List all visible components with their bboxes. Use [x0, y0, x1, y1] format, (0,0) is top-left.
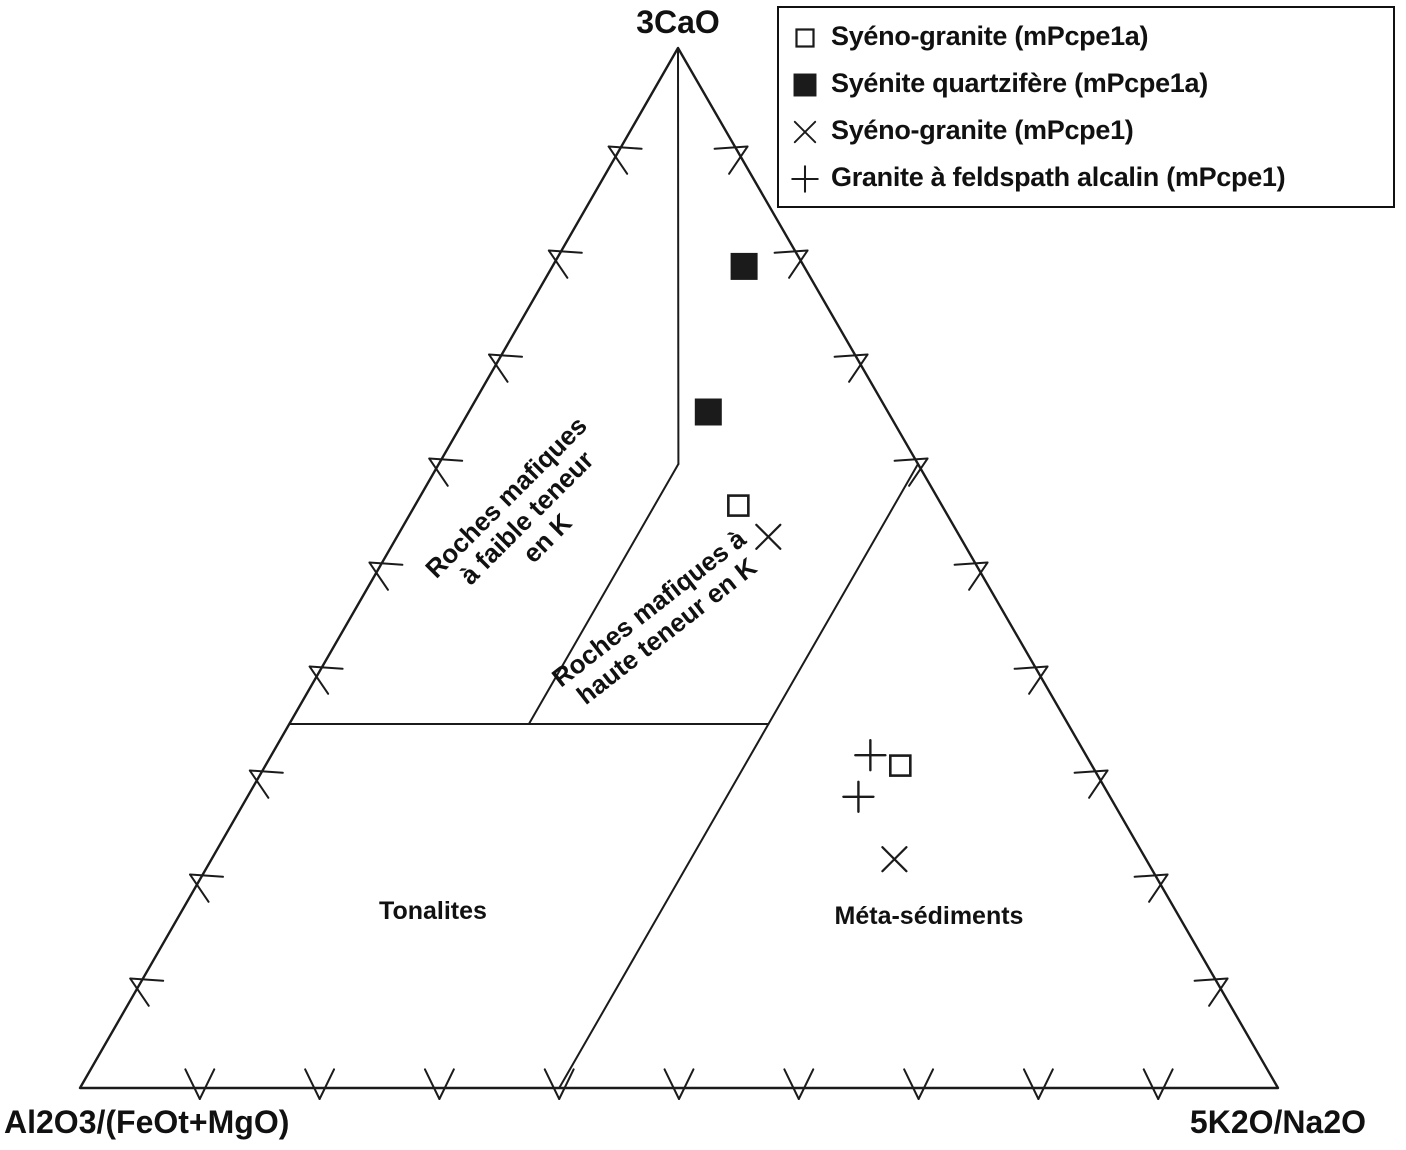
legend-marker-square-open-icon [795, 27, 815, 48]
tick-mark [184, 1068, 201, 1100]
tick-mark [1022, 1068, 1040, 1100]
tick-mark [129, 977, 165, 982]
triangle-outline [78, 46, 1280, 1090]
tick-mark [129, 977, 150, 1007]
marker-square-filled [730, 252, 758, 280]
tick-mark [968, 561, 989, 591]
tick-mark [423, 1068, 441, 1100]
tick-mark [1013, 665, 1049, 670]
marker-square-open [727, 494, 750, 517]
tick-mark [908, 457, 929, 487]
tick-mark [304, 1068, 321, 1100]
tick-mark [848, 353, 869, 383]
tick-mark [917, 1068, 935, 1100]
tick-mark [797, 1068, 815, 1100]
legend-item: Syéno-granite (mPcpe1a) [787, 13, 1385, 60]
tick-mark [1193, 977, 1229, 982]
tick-mark [607, 145, 643, 150]
tick-mark [953, 561, 989, 566]
region-label-tonalites: Tonalites [379, 897, 487, 925]
tick-mark [438, 1068, 455, 1100]
region-label-meta-sediments: Méta-sédiments [834, 902, 1024, 930]
tick-mark [1037, 1068, 1054, 1100]
axis-label-top: 3CaO [636, 4, 720, 40]
tick-mark [1088, 769, 1109, 799]
tick-mark [1133, 873, 1169, 878]
tick-mark [368, 561, 404, 566]
tick-mark [248, 769, 270, 799]
tick-mark [488, 353, 509, 383]
marker-square-open [795, 27, 815, 48]
tick-mark [308, 665, 330, 695]
legend-item-label: Syéno-granite (mPcpe1a) [831, 21, 1149, 51]
tick-mark [189, 873, 224, 878]
tick-mark [308, 665, 344, 670]
tick-mark [198, 1068, 216, 1100]
tick-mark [547, 249, 583, 254]
legend-marker-square-filled-icon [793, 73, 817, 96]
marker-x [755, 523, 782, 550]
tick-mark [558, 1068, 575, 1100]
tick-mark [428, 457, 449, 487]
legend-marker-x-icon [793, 120, 817, 143]
legend: Syéno-granite (mPcpe1a) Syénite quartzif… [777, 6, 1395, 208]
marker-x [881, 846, 908, 873]
marker-x [793, 120, 817, 143]
tick-mark [547, 249, 569, 279]
tick-mark [1148, 873, 1169, 903]
field-boundary-line [558, 463, 919, 1089]
tick-mark [488, 353, 523, 358]
tick-mark [1208, 977, 1229, 1007]
field-boundary-line [527, 463, 680, 725]
tick-mark [783, 1068, 800, 1100]
tick-mark [318, 1068, 336, 1100]
tick-mark [788, 249, 809, 279]
tick-mark [1157, 1068, 1174, 1100]
tick-mark [833, 353, 869, 358]
legend-item: Syéno-granite (mPcpe1) [787, 107, 1385, 154]
tick-mark [773, 249, 809, 254]
tick-mark [543, 1068, 561, 1100]
tick-mark [428, 457, 464, 462]
tick-mark [189, 873, 210, 903]
legend-item-label: Syéno-granite (mPcpe1) [831, 115, 1134, 145]
tick-mark [607, 145, 629, 175]
tick-mark [728, 145, 749, 175]
axis-label-bottom-right: 5K2O/Na2O [1189, 1104, 1366, 1140]
tick-mark [368, 561, 389, 591]
tick-mark [663, 1068, 680, 1100]
legend-marker-plus-icon [791, 164, 819, 193]
legend-item: Granite à feldspath alcalin (mPcpe1) [787, 154, 1385, 201]
tick-mark [1142, 1068, 1160, 1100]
marker-square-filled [793, 73, 817, 96]
tick-mark [678, 1068, 695, 1100]
tick-mark [1073, 769, 1109, 774]
axis-label-bottom-left: Al2O3/(FeOt+MgO) [4, 1104, 290, 1140]
legend-item: Syénite quartzifère (mPcpe1a) [787, 60, 1385, 107]
marker-square-open [889, 754, 912, 777]
tick-mark [713, 145, 749, 150]
tick-mark [248, 769, 284, 774]
tick-mark [1028, 665, 1049, 695]
tick-mark [903, 1068, 920, 1100]
legend-item-label: Syénite quartzifère (mPcpe1a) [831, 68, 1208, 98]
marker-square-filled [694, 398, 722, 426]
legend-item-label: Granite à feldspath alcalin (mPcpe1) [831, 162, 1286, 192]
tick-mark [893, 457, 929, 462]
